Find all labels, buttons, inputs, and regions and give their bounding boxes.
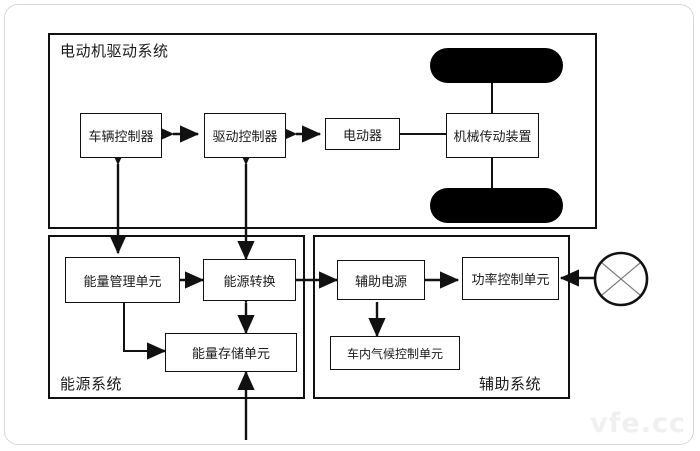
node-motor-label: 电动器 (342, 128, 382, 144)
wheel-icon-bottom (430, 188, 563, 223)
node-energy-management-unit[interactable]: 能量管理单元 (65, 257, 180, 303)
node-drive-controller-label: 驱动控制器 (212, 130, 278, 145)
node-auxiliary-power-supply-label: 辅助电源 (354, 274, 407, 290)
node-energy-conversion-label: 能源转换 (223, 274, 276, 290)
steering-wheel-icon (593, 251, 649, 307)
node-energy-storage-unit[interactable]: 能量存储单元 (165, 333, 297, 372)
edge-transmission-to-wheel-bottom (491, 157, 493, 189)
group-energy-system-label: 能源系统 (60, 375, 123, 393)
group-auxiliary-system (313, 235, 570, 399)
node-climate-control-unit-label: 车内气候控制单元 (346, 346, 443, 361)
edge-transmission-to-wheel-top (491, 82, 493, 114)
watermark: vfe.cc (590, 408, 686, 439)
node-energy-management-unit-label: 能量管理单元 (83, 274, 162, 290)
node-energy-storage-unit-label: 能量存储单元 (191, 347, 270, 362)
node-vehicle-controller-label: 车辆控制器 (88, 130, 154, 145)
node-power-control-unit-label: 功率控制单元 (471, 273, 550, 288)
edge-motor-to-transmission (400, 133, 446, 135)
outer-frame (4, 4, 694, 445)
group-drive-system (48, 33, 597, 229)
node-power-control-unit[interactable]: 功率控制单元 (462, 257, 559, 300)
group-energy-system (48, 235, 305, 399)
group-drive-system-label: 电动机驱动系统 (60, 42, 169, 60)
node-energy-conversion[interactable]: 能源转换 (203, 259, 296, 301)
edge-mgmt-right-segment (123, 350, 158, 352)
edge-mgmt-down-segment (123, 303, 125, 351)
group-auxiliary-system-label: 辅助系统 (479, 375, 542, 393)
node-climate-control-unit[interactable]: 车内气候控制单元 (330, 336, 460, 370)
node-motor[interactable]: 电动器 (325, 118, 400, 150)
node-drive-controller[interactable]: 驱动控制器 (204, 113, 286, 158)
node-mechanical-transmission-label: 机械传动装置 (453, 130, 532, 145)
node-auxiliary-power-supply[interactable]: 辅助电源 (337, 260, 425, 300)
node-mechanical-transmission[interactable]: 机械传动装置 (446, 113, 539, 158)
wheel-icon-top (430, 48, 563, 83)
node-vehicle-controller[interactable]: 车辆控制器 (80, 113, 162, 158)
